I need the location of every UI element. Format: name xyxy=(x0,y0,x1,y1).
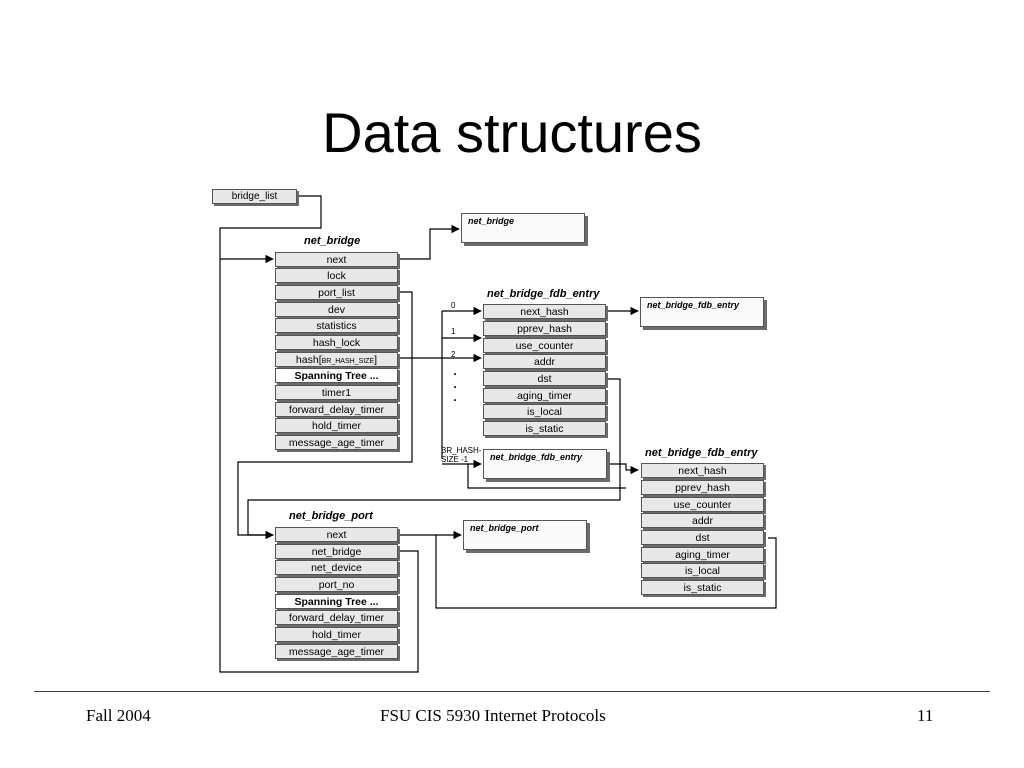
hash-close-text: ] xyxy=(374,354,378,366)
net-bridge-port-ref-box: net_bridge_port xyxy=(463,520,587,550)
fdb-entry-2-field: aging_timer xyxy=(641,547,764,562)
port-field: next xyxy=(275,527,398,542)
port-field: message_age_timer xyxy=(275,644,398,659)
fdb-entry-ref-bottom: net_bridge_fdb_entry xyxy=(483,449,607,479)
fdb-entry-2-field: dst xyxy=(641,530,764,545)
net-bridge-field: port_list xyxy=(275,285,398,300)
fdb-entry-1-label: net_bridge_fdb_entry xyxy=(487,288,600,300)
net-bridge-ref-box: net_bridge xyxy=(461,213,585,243)
net-bridge-label: net_bridge xyxy=(304,235,361,247)
port-spanning-tree: Spanning Tree ... xyxy=(275,594,398,609)
bridge-list-link xyxy=(219,195,322,264)
hash-size-text: BR_HASH_SIZE xyxy=(321,358,375,365)
fdb-entry-1-field: dst xyxy=(483,371,606,386)
hash-ellipsis-dot: . xyxy=(453,377,457,391)
fdb-entry-1-field: use_counter xyxy=(483,338,606,353)
fdb-entry-2-field: pprev_hash xyxy=(641,480,764,495)
net-bridge-next-link xyxy=(400,224,460,260)
footer-left: Fall 2004 xyxy=(86,706,151,725)
port-field: forward_delay_timer xyxy=(275,610,398,625)
hash-ellipsis-dot: . xyxy=(453,390,457,404)
fdb2-pprev-link xyxy=(467,464,626,489)
net-bridge-field: forward_delay_timer xyxy=(275,402,398,417)
net-bridge-field: hash_lock xyxy=(275,335,398,350)
fdb-entry-2-label: net_bridge_fdb_entry xyxy=(645,447,758,459)
hash-index-1: 1 xyxy=(451,327,456,336)
hash-index-last-line2: SIZE -1 xyxy=(441,455,469,464)
hash-index-last: BR_HASH- SIZE -1 xyxy=(441,446,481,464)
hash-ellipsis-dot: . xyxy=(453,364,457,378)
fdb-entry-1-field: is_local xyxy=(483,404,606,419)
net-bridge-field: timer1 xyxy=(275,385,398,400)
fdb-entry-2-field: addr xyxy=(641,513,764,528)
hash-index-last-line1: BR_HASH- xyxy=(441,446,482,455)
port-list-link xyxy=(237,291,413,540)
fdb-entry-2-field: is_local xyxy=(641,563,764,578)
bridge-list-tag: bridge_list xyxy=(212,189,297,204)
fdb-entry-2-field: is_static xyxy=(641,580,764,595)
net-bridge-field: message_age_timer xyxy=(275,435,398,450)
fdb-entry-1-field: aging_timer xyxy=(483,388,606,403)
fdb-entry-ref-right: net_bridge_fdb_entry xyxy=(640,297,764,327)
slide-title: Data structures xyxy=(322,101,702,164)
net-bridge-field: lock xyxy=(275,268,398,283)
hash-field-text: hash[ xyxy=(295,354,322,366)
fdb-bottom-link xyxy=(610,463,639,475)
net-bridge-field: dev xyxy=(275,302,398,317)
fdb-entry-2-field: use_counter xyxy=(641,497,764,512)
fdb-entry-1-field: addr xyxy=(483,354,606,369)
net-bridge-port-label: net_bridge_port xyxy=(289,510,373,522)
port-field: net_device xyxy=(275,560,398,575)
net-bridge-field: statistics xyxy=(275,318,398,333)
net-bridge-spanning-tree: Spanning Tree ... xyxy=(275,368,398,383)
fdb-entry-1-field: next_hash xyxy=(483,304,606,319)
footer-center: FSU CIS 5930 Internet Protocols xyxy=(380,706,606,725)
net-bridge-hash-field: hash[BR_HASH_SIZE] xyxy=(275,352,398,367)
port-chain-loop xyxy=(219,259,419,673)
hash-index-2: 2 xyxy=(451,350,456,359)
fdb-entry-2-field: next_hash xyxy=(641,463,764,478)
footer-divider xyxy=(34,691,990,692)
fdb-dst-link xyxy=(247,378,621,540)
port-next-link xyxy=(400,534,777,609)
port-field: net_bridge xyxy=(275,544,398,559)
port-field: port_no xyxy=(275,577,398,592)
fdb-entry-1-field: is_static xyxy=(483,421,606,436)
net-bridge-field: hold_timer xyxy=(275,418,398,433)
fdb-entry-1-field: pprev_hash xyxy=(483,321,606,336)
port-field: hold_timer xyxy=(275,627,398,642)
net-bridge-field: next xyxy=(275,252,398,267)
hash-index-0: 0 xyxy=(451,301,456,310)
footer-page-number: 11 xyxy=(917,706,934,725)
